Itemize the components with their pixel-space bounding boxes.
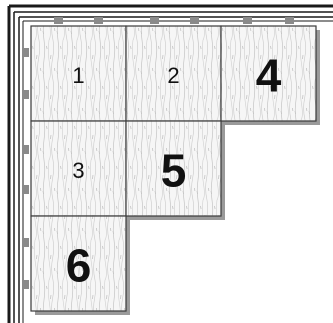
- spacer-marker: [285, 17, 294, 24]
- spacer-marker: [150, 17, 159, 24]
- tile-number: 3: [72, 158, 84, 183]
- spacer-marker: [22, 90, 29, 99]
- spacer-marker: [22, 185, 29, 194]
- tile-4: 4: [221, 26, 320, 125]
- tile-1: 1: [31, 26, 130, 125]
- tile-6: 6: [31, 216, 130, 315]
- tile-number: 6: [66, 240, 92, 292]
- spacer-marker: [54, 17, 63, 24]
- spacer-marker: [22, 48, 29, 57]
- tile-number: 2: [167, 63, 179, 88]
- spacer-marker: [243, 17, 252, 24]
- spacer-marker: [94, 17, 103, 24]
- tile-5: 5: [126, 121, 225, 220]
- spacer-marker: [22, 238, 29, 247]
- tile-2: 2: [126, 26, 225, 125]
- spacer-marker: [22, 145, 29, 154]
- tile-3: 3: [31, 121, 130, 220]
- tiles-layer: 1 2 4 3 5 6: [31, 26, 320, 315]
- tile-number: 4: [256, 50, 282, 102]
- spacer-marker: [190, 17, 199, 24]
- spacer-marker: [22, 280, 29, 289]
- tile-number: 5: [161, 145, 187, 197]
- tile-number: 1: [72, 63, 84, 88]
